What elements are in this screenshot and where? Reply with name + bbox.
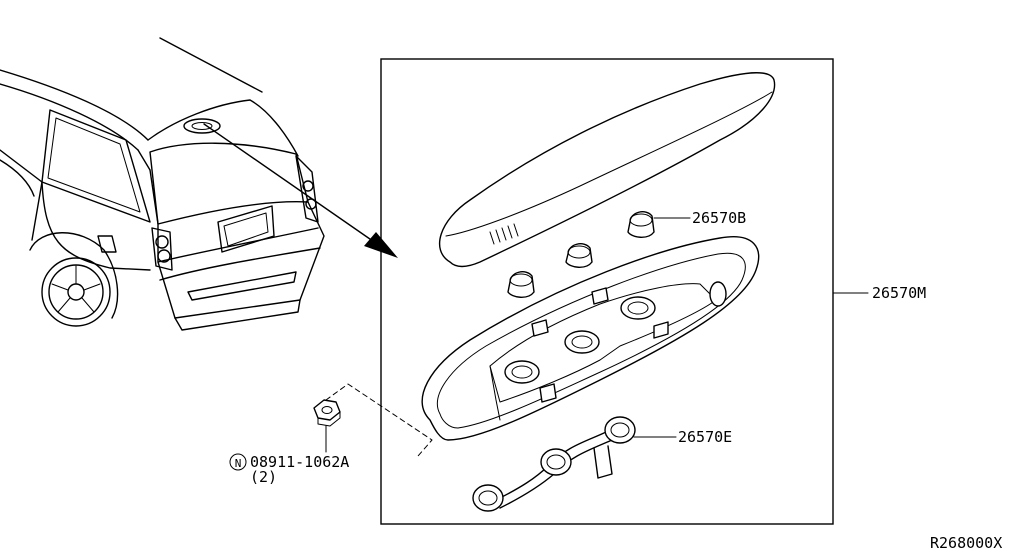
nut-icon <box>313 399 341 427</box>
label-26570B: 26570B <box>692 209 746 227</box>
socket-harness <box>472 416 636 512</box>
socket-icon <box>604 416 636 444</box>
label-26570M: 26570M <box>872 284 926 302</box>
nut-symbol-circle <box>229 453 247 471</box>
detail-frame <box>380 58 834 525</box>
label-nut-part: 08911-1062A <box>250 453 349 471</box>
label-26570E: 26570E <box>678 428 732 446</box>
label-nut-quantity: (2) <box>250 468 277 486</box>
bulbs <box>507 211 655 298</box>
bulb-icon <box>627 211 655 238</box>
vehicle-illustration <box>0 37 325 331</box>
location-arrow <box>203 123 398 258</box>
bulb-icon <box>565 243 593 268</box>
dashed-leader-nut <box>325 383 433 457</box>
lamp-lens <box>439 72 776 268</box>
diagram-code: R268000X <box>930 534 1002 552</box>
socket-icon <box>540 448 572 476</box>
socket-icon <box>472 484 504 512</box>
bulb-icon <box>507 271 535 298</box>
label-nut-symbol: N <box>235 457 242 470</box>
lamp-housing <box>421 236 760 441</box>
